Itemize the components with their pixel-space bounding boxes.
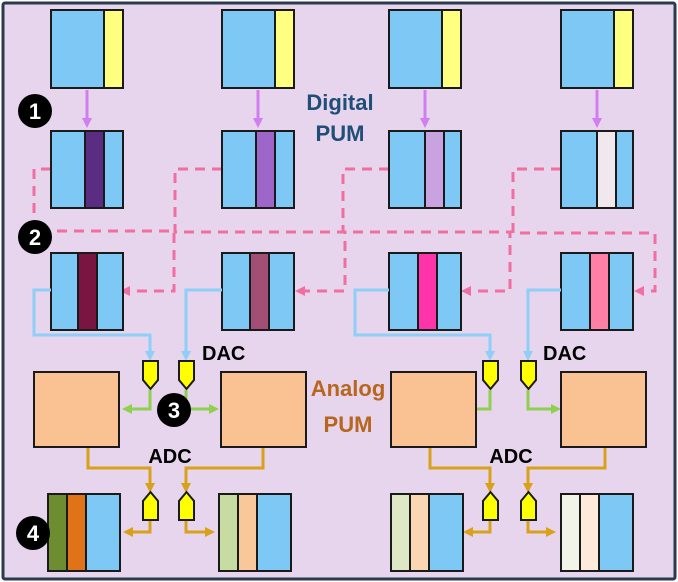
svg-text:1: 1 <box>29 99 41 124</box>
analog-array <box>220 371 307 448</box>
to-dac-arrows <box>32 288 561 361</box>
dac-converters <box>142 360 537 391</box>
svg-text:2: 2 <box>29 225 41 250</box>
adc-to-output-arrows <box>123 521 556 537</box>
adc-converters <box>142 490 537 521</box>
digital-compute-arrows <box>82 90 602 128</box>
gold-arrow <box>526 521 556 537</box>
dac-label-left: DAC <box>202 343 245 365</box>
input-block-1 <box>50 9 124 89</box>
gold-arrow <box>463 521 492 537</box>
shuffled-block-3 <box>388 252 462 331</box>
gold-route <box>181 448 265 493</box>
lightblue-route <box>181 288 222 361</box>
input-block-3 <box>388 9 462 89</box>
digital-pum-label: PUM <box>316 121 365 146</box>
to-adc-arrows <box>86 448 607 493</box>
lightblue-route <box>32 288 155 361</box>
green-arrow <box>122 390 152 414</box>
gold-arrow <box>123 521 152 537</box>
row5-output-blocks <box>47 493 634 572</box>
output-block-2 <box>218 493 292 572</box>
adc-label-right: ADC <box>489 446 532 468</box>
pink-dashed-route <box>173 167 347 296</box>
output-block-3 <box>390 493 464 572</box>
adc-label-left: ADC <box>148 446 191 468</box>
adc-converter <box>482 490 499 521</box>
input-block-2 <box>221 9 295 89</box>
svg-text:3: 3 <box>168 398 180 423</box>
shuffled-block-1 <box>50 252 124 331</box>
dac-label-right: DAC <box>543 343 586 365</box>
green-arrow <box>526 390 561 414</box>
shuffle-arrows <box>32 167 657 296</box>
analog-pum-label: PUM <box>324 412 373 437</box>
shuffled-block-4 <box>560 252 634 331</box>
analog-array <box>560 371 647 448</box>
row2-digital-blocks <box>50 130 634 209</box>
lightblue-route <box>353 288 495 361</box>
gold-route <box>523 448 607 493</box>
dac-converter <box>482 360 499 391</box>
shuffled-block-2 <box>221 252 295 331</box>
adc-converter <box>520 490 537 521</box>
gold-route <box>86 448 155 493</box>
step-badge-4: 4 <box>16 516 50 550</box>
step-badge-3: 3 <box>157 393 191 427</box>
analog-arrays <box>33 371 647 448</box>
pink-dashed-route <box>511 167 657 296</box>
analog-array <box>390 371 477 448</box>
digital-block-4 <box>560 130 634 209</box>
row1-input-blocks <box>50 9 634 89</box>
analog-array <box>33 371 120 448</box>
digital-pum-label: Digital <box>306 90 373 115</box>
analog-pum-label: Analog <box>311 376 386 401</box>
pink-dashed-route <box>341 167 512 296</box>
adc-converter <box>142 490 159 521</box>
gold-arrow <box>184 521 215 537</box>
output-block-1 <box>47 493 121 572</box>
row3-shuffled-blocks <box>50 252 634 331</box>
output-block-4 <box>560 493 634 572</box>
adc-converter <box>178 490 195 521</box>
input-block-4 <box>560 9 634 89</box>
digital-block-2 <box>221 130 295 209</box>
step-badge-1: 1 <box>18 94 52 128</box>
lightblue-route <box>523 288 561 361</box>
step-badge-2: 2 <box>18 220 52 254</box>
svg-text:4: 4 <box>27 521 40 546</box>
dac-converter <box>520 360 537 391</box>
gold-route <box>428 448 495 493</box>
digital-block-1 <box>50 130 124 209</box>
digital-block-3 <box>388 130 462 209</box>
dac-converter <box>142 360 159 391</box>
dac-converter <box>178 360 195 391</box>
